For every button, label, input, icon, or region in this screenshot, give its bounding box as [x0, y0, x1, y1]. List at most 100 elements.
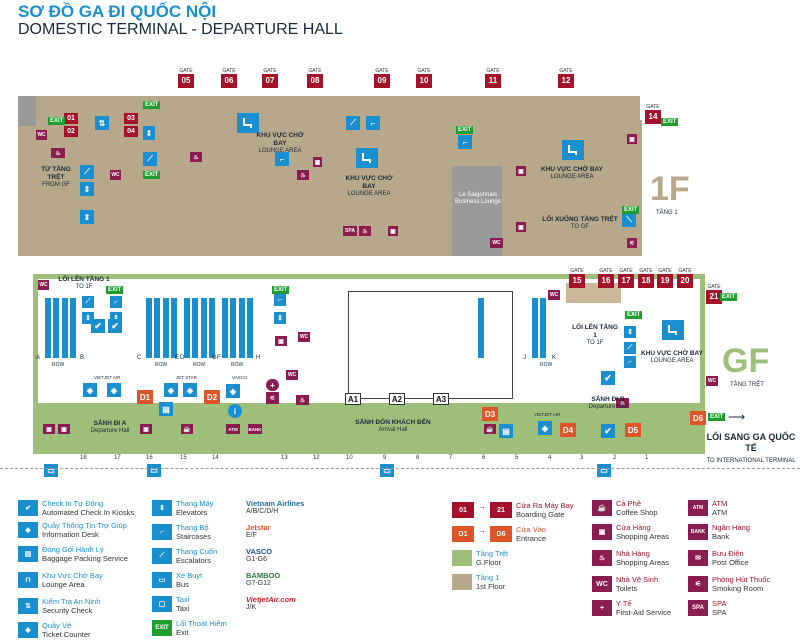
shop-icon-gf-1: ▣ — [43, 424, 55, 434]
row-word-3: ROW — [193, 362, 206, 368]
info-icon: ◈ — [18, 522, 38, 538]
checkin-kiosk-icon-1: ✔ — [91, 319, 105, 333]
row-word-4: ROW — [231, 362, 244, 368]
entrance-badge-arrow: → — [478, 526, 486, 535]
entrance-d1: D1 — [137, 390, 153, 404]
row-letter-f: F — [217, 355, 221, 361]
stairs-icon-gf-1: ⌐ — [110, 296, 122, 308]
escalator-icon-1f-3: ⟋ — [80, 165, 94, 179]
atm-gf: ATM — [226, 424, 240, 434]
checkin-row-f — [201, 298, 215, 358]
smoking-icon-1f: ⚟ — [627, 238, 637, 248]
vietjet-air-counter-label-2: VIETJET AIR — [534, 412, 561, 417]
checkin-row-b — [62, 298, 76, 358]
firstaid-icon: + — [592, 600, 612, 616]
bus-icon-1: ▭ — [44, 464, 58, 477]
baggage-icon-gf: ▤ — [159, 402, 173, 416]
intl-terminal-label-en: TO INTERNATIONAL TERMINAL — [706, 458, 796, 464]
elevator-icon-1f-3: ⇕ — [80, 210, 94, 224]
row-word-1: ROW — [52, 362, 65, 368]
smoking-icon-gf: ⚟ — [266, 392, 279, 404]
exit-sign-gf-1: EXIT — [106, 286, 124, 294]
gate-badge-arrow: → — [478, 502, 486, 511]
gate-01: 01 — [64, 113, 78, 124]
exit-sign-1f-3: EXIT — [456, 126, 474, 134]
shop-icon-1f-5: ▣ — [627, 134, 637, 144]
map-title-vn: SƠ ĐỒ GA ĐI QUỐC NỘI — [18, 2, 217, 21]
ticket-icon-gf-1: ◈ — [83, 383, 97, 397]
door-number-13: 13 — [281, 455, 288, 461]
lounge-seat-icon-gf — [662, 320, 684, 340]
shop-icon-1f-2: ▣ — [388, 226, 398, 236]
exit-sign-gf-3: EXIT — [625, 311, 643, 319]
row-word-5: ROW — [540, 362, 553, 368]
taxi-icon: ▢ — [152, 596, 172, 612]
door-number-8: 8 — [416, 455, 420, 461]
checkin-kiosk-icon-3: ✔ — [601, 371, 615, 385]
exit-sign-gf-4: EXIT — [708, 413, 726, 421]
escalator-icon-gf-2: ⟋ — [624, 342, 636, 354]
checkin-row-d — [163, 298, 177, 358]
shop-icon-gf-2: ▣ — [58, 424, 70, 434]
checkin-row-g — [222, 298, 236, 358]
exit-sign-gf-2: EXIT — [272, 286, 290, 294]
shop-icon-gf-3: ▣ — [140, 424, 152, 434]
exit-icon: EXIT — [152, 620, 172, 636]
stairs-icon-gf-3: ⌐ — [624, 356, 636, 368]
wc-gf-3: WC — [286, 370, 298, 380]
arrival-a1: A1 — [345, 393, 361, 405]
spa-icon: SPA — [688, 600, 708, 616]
wc-gf-5: WC — [706, 376, 718, 386]
check-icon: ✔ — [18, 500, 38, 516]
door-number-12: 12 — [313, 455, 320, 461]
row-letter-d: D — [180, 355, 185, 361]
door-number-6: 6 — [482, 455, 486, 461]
checkin-row-j — [478, 298, 486, 358]
seat-icon: ⊓ — [18, 572, 38, 588]
entrance-badge-start: D1 — [452, 526, 474, 542]
row-letter-c: C — [137, 355, 142, 361]
bus-icon: ▭ — [152, 572, 172, 588]
ticket-icon-gf-2: ◈ — [107, 383, 121, 397]
bank-icon: BANK — [688, 524, 708, 540]
ticket-icon-gf-6: ◈ — [538, 421, 552, 435]
firstaid-icon-gf: + — [266, 379, 279, 391]
restaurant-icon-1f-2: ♨ — [190, 152, 202, 162]
post-icon: ✉ — [688, 550, 708, 566]
wc-gf-1: WC — [38, 280, 49, 290]
ticket-icon-gf-4: ◈ — [183, 383, 197, 397]
floor-1f-sublabel: TẦNG 1 — [656, 210, 678, 216]
shop-icon-gf-5: ▣ — [275, 336, 287, 346]
checkin-row-c — [146, 298, 160, 358]
stairs-icon-1f-3: ⌐ — [458, 135, 472, 149]
intl-arrow-icon: ⟶ — [728, 410, 746, 424]
door-number-5: 5 — [515, 455, 519, 461]
elevator-icon-1f: ⇕ — [143, 126, 155, 140]
